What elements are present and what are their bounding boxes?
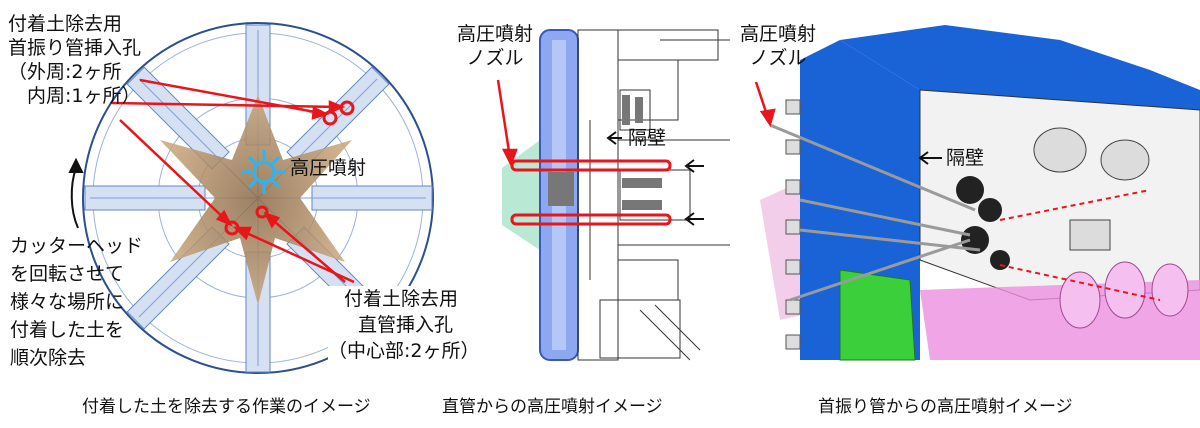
panel-swing-pipe: 高圧噴射 ノズル 隔壁 首振り管からの高圧噴射イメージ — [730, 0, 1200, 428]
panel-cutter-head: 付着土除去用 首振り管挿入孔 （外周:2ヶ所 内周:1ヶ所） 高圧噴射 カッター… — [0, 0, 480, 428]
caption-straight-pipe: 直管からの高圧噴射イメージ — [442, 397, 663, 417]
label-bulkhead-straight: 隔壁 — [628, 127, 667, 149]
bulkhead-arrow — [918, 151, 942, 165]
center-jet-icon — [242, 150, 286, 194]
swing-mechanism — [956, 176, 1010, 270]
label-high-pressure-jet: 高圧噴射 — [290, 157, 367, 179]
label-rotate-description: カッターヘッド を回転させて 様々な場所に 付着した土を 順次除去 — [10, 235, 144, 369]
label-straight-pipe-hole: 付着土除去用 直管挿入孔 （中心部:2ヶ所） — [328, 286, 480, 364]
machine-structure — [577, 29, 730, 361]
swing-pipe-drawing — [754, 25, 1200, 361]
swing-pipes — [769, 123, 981, 302]
nozzle-arrow — [496, 79, 518, 168]
label-bulkhead-swing: 隔壁 — [946, 147, 985, 169]
label-nozzle-swing: 高圧噴射 ノズル — [739, 23, 816, 69]
nozzle-arrow-3d — [754, 81, 776, 127]
green-component — [839, 269, 916, 361]
label-nozzle-straight: 高圧噴射 ノズル — [456, 23, 533, 69]
cutter-head-drawing — [68, 22, 434, 374]
caption-cutter-head: 付着した土を除去する作業のイメージ — [82, 397, 371, 417]
label-swing-pipe-hole: 付着土除去用 首振り管挿入孔 （外周:2ヶ所 内周:1ヶ所） — [8, 13, 142, 107]
straight-pipe-drawing — [496, 29, 730, 361]
panel-straight-pipe: 高圧噴射 ノズル 隔壁 直管からの高圧噴射イメージ — [440, 0, 730, 428]
push-arrows — [606, 131, 704, 226]
annotation-arrows — [111, 78, 355, 284]
adhered-soil — [160, 95, 352, 305]
rotation-arrow-icon — [68, 157, 84, 229]
caption-swing-pipe: 首振り管からの高圧噴射イメージ — [818, 397, 1073, 417]
machine-parts — [548, 95, 662, 210]
swing-trajectory — [999, 189, 1161, 301]
straight-pipes — [510, 159, 672, 226]
